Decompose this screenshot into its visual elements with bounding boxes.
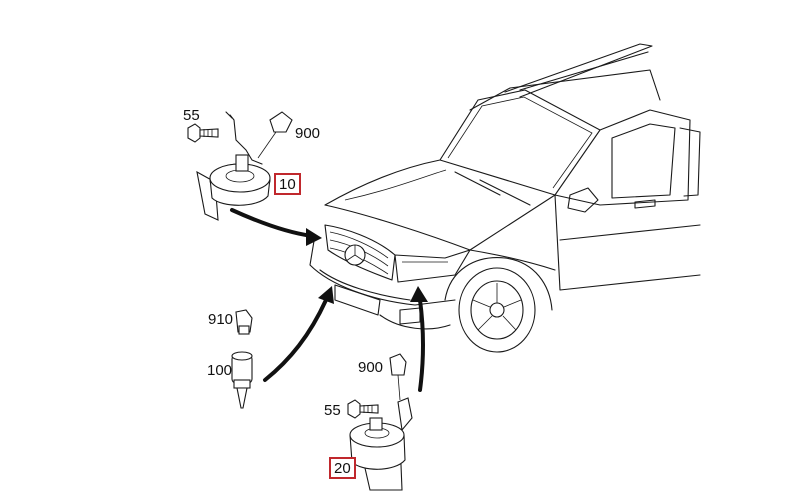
- bolt-icon: [347, 399, 379, 419]
- car-outline: [309, 43, 701, 353]
- connector-icon: [389, 353, 407, 401]
- callout-100: 100: [207, 362, 233, 379]
- callout-20: 20: [329, 457, 356, 479]
- bolt-icon: [187, 123, 219, 143]
- callout-55-bottom: 55: [324, 402, 341, 419]
- arrow-icon: [263, 298, 328, 382]
- arrow-icon: [230, 208, 314, 238]
- callout-55-top: 55: [183, 107, 200, 124]
- pointer-arrows: [230, 208, 428, 392]
- callout-10: 10: [274, 173, 301, 195]
- arrow-icon: [418, 298, 425, 392]
- callout-910: 910: [208, 311, 234, 328]
- callout-900-bottom: 900: [358, 359, 384, 376]
- callout-900-top: 900: [295, 125, 321, 142]
- horn-icon: [196, 111, 271, 221]
- sensor-icon: [231, 309, 253, 409]
- brand-logo: [344, 244, 366, 266]
- horn-icon: [349, 397, 413, 491]
- connector-icon: [257, 111, 293, 159]
